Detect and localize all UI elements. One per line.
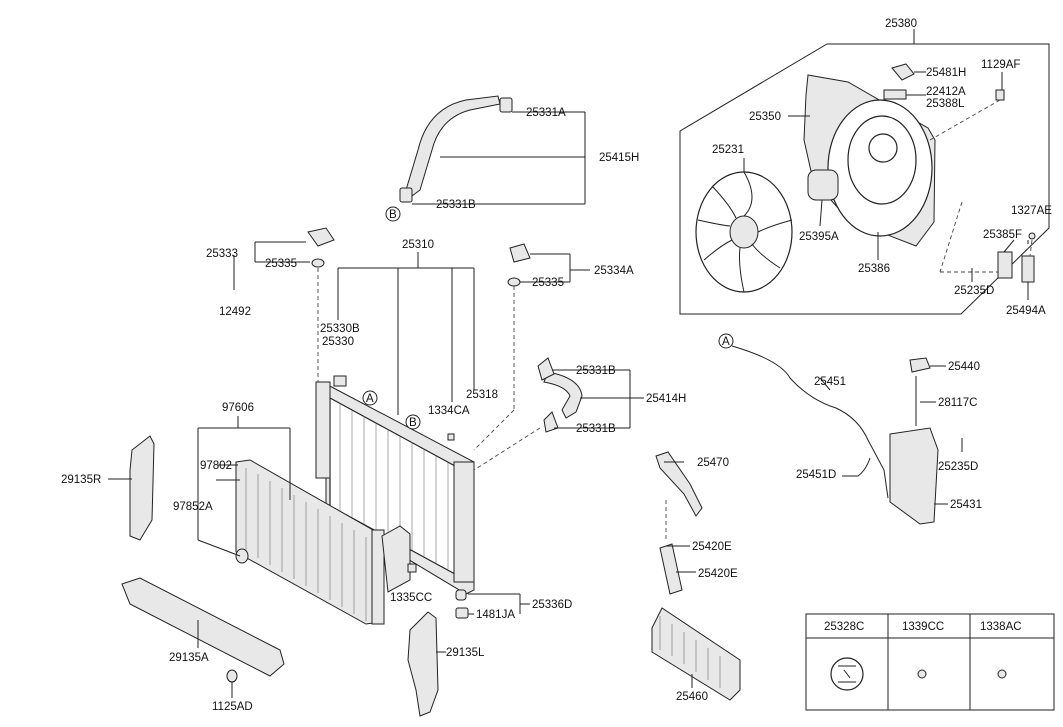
ref-circle-b-top	[385, 206, 401, 222]
radiator-assembly	[233, 227, 590, 595]
label-25310: 25310	[402, 239, 434, 251]
label-25231: 25231	[712, 144, 744, 156]
label-25460: 25460	[676, 691, 708, 703]
fan-shroud-assembly	[679, 29, 1050, 315]
label-25420e-low: 25420E	[698, 568, 738, 580]
label-1125ad: 1125AD	[212, 701, 253, 713]
reservoir-assembly	[731, 345, 963, 525]
label-25386: 25386	[858, 263, 890, 275]
label-25380: 25380	[885, 18, 917, 30]
label-1129af: 1129AF	[981, 59, 1020, 71]
ref-circle-a-right	[718, 333, 734, 349]
label-25334a: 25334A	[594, 265, 634, 277]
label-29135a: 29135A	[169, 652, 209, 664]
fastener-legend-table: 25328C 1339CC 1338AC	[805, 613, 1055, 711]
label-25318: 25318	[466, 389, 498, 401]
label-97852a: 97852A	[173, 501, 213, 513]
label-25330b: 25330B	[320, 323, 360, 335]
label-25481h: 25481H	[926, 67, 966, 79]
label-25420e-top: 25420E	[692, 541, 732, 553]
label-25440: 25440	[948, 361, 980, 373]
label-25331b-top: 25331B	[436, 199, 476, 211]
label-25415h: 25415H	[599, 152, 639, 164]
nut-icon	[917, 669, 927, 679]
label-25470: 25470	[697, 457, 729, 469]
label-25335-left: 25335	[265, 258, 297, 270]
nut-icon-2	[997, 669, 1007, 679]
legend-header-1: 25328C	[824, 621, 864, 633]
label-12492: 12492	[219, 306, 251, 318]
label-25330: 25330	[322, 336, 354, 348]
ref-circle-b-mid	[405, 414, 421, 430]
part-labels: 25380 25481H 1129AF 22412A 25388L 25350 …	[61, 18, 1052, 713]
label-1335cc: 1335CC	[390, 592, 432, 604]
condenser-assembly	[197, 416, 411, 625]
label-28117c: 28117C	[938, 397, 977, 409]
label-25333: 25333	[206, 248, 238, 260]
label-25235d-top: 25235D	[954, 285, 994, 297]
label-25494a: 25494A	[1006, 305, 1046, 317]
label-25331b-mid: 25331B	[576, 365, 616, 377]
label-25451: 25451	[814, 376, 846, 388]
label-ref-a-left: A	[366, 393, 374, 405]
label-25385f: 25385F	[983, 229, 1022, 241]
label-25235d-right: 25235D	[938, 461, 978, 473]
label-1334ca: 1334CA	[428, 405, 470, 417]
label-25431: 25431	[950, 499, 982, 511]
air-guards	[108, 435, 530, 717]
label-25388l: 25388L	[926, 98, 965, 110]
circle-references	[362, 206, 734, 430]
label-25336d: 25336D	[532, 599, 572, 611]
label-97802: 97802	[200, 460, 232, 472]
label-25395a: 25395A	[799, 231, 839, 243]
label-1327ae: 1327AE	[1011, 205, 1052, 217]
label-ref-a-right: A	[722, 336, 730, 348]
label-1481ja: 1481JA	[476, 609, 515, 621]
upper-hose-assembly	[399, 95, 586, 205]
label-25414h: 25414H	[646, 393, 686, 405]
label-97606: 97606	[222, 402, 254, 414]
label-25451d: 25451D	[796, 469, 836, 481]
legend-header-2: 1339CC	[902, 621, 944, 633]
label-25350: 25350	[749, 111, 781, 123]
label-ref-b-mid: B	[409, 417, 417, 429]
lower-hose-assembly	[473, 357, 644, 471]
label-22412a: 22412A	[926, 86, 966, 98]
label-25335-right: 25335	[532, 277, 564, 289]
ref-circle-a-left	[362, 390, 378, 406]
label-25331a: 25331A	[526, 107, 566, 119]
label-ref-b-top: B	[389, 209, 397, 221]
legend-header-3: 1338AC	[980, 621, 1022, 633]
label-29135l: 29135L	[446, 647, 485, 659]
label-25331b-low: 25331B	[576, 423, 616, 435]
label-29135r: 29135R	[61, 474, 101, 486]
oil-cooler-assembly	[651, 451, 741, 701]
